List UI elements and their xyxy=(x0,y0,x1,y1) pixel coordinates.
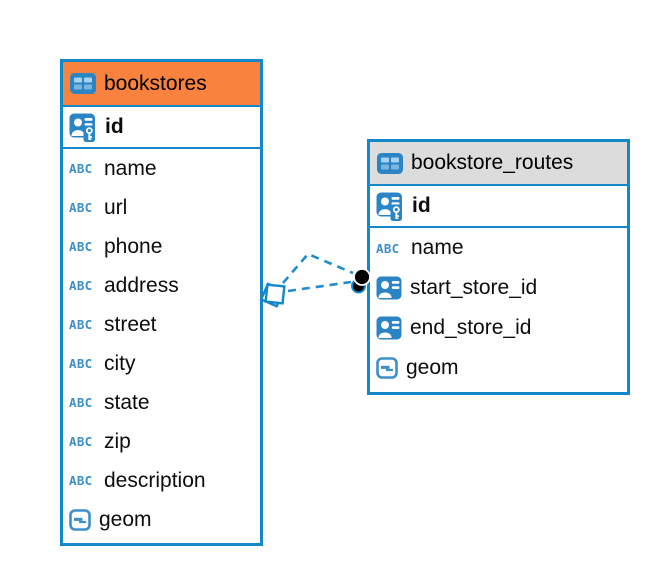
table-icon xyxy=(377,152,403,174)
column-row-city[interactable]: ABC city xyxy=(63,344,260,383)
column-label: phone xyxy=(104,234,163,258)
text-icon: ABC xyxy=(69,278,93,293)
column-row-description[interactable]: ABC description xyxy=(63,461,260,500)
relationship-line-2[interactable] xyxy=(287,280,352,293)
text-icon: ABC xyxy=(376,240,400,256)
column-row-id[interactable]: id xyxy=(63,107,260,149)
column-label: start_store_id xyxy=(410,276,538,299)
text-icon: ABC xyxy=(69,239,93,254)
table-bookstores[interactable]: bookstores id ABC xyxy=(60,59,263,546)
column-label: geom xyxy=(406,356,459,379)
reference-icon xyxy=(376,276,402,300)
column-row-url[interactable]: ABC url xyxy=(63,188,260,227)
column-row-name[interactable]: ABC name xyxy=(63,149,260,188)
reference-icon xyxy=(376,316,402,340)
column-label: id xyxy=(105,115,124,138)
column-label: url xyxy=(104,195,128,219)
column-label: address xyxy=(104,273,179,297)
column-label: street xyxy=(104,312,157,336)
primary-key-icon xyxy=(376,192,404,221)
table-title: bookstore_routes xyxy=(411,151,574,174)
column-row-geom[interactable]: geom xyxy=(370,348,627,388)
table-title: bookstores xyxy=(104,71,207,95)
relationship-diamond-marker xyxy=(259,282,286,308)
column-row-street[interactable]: ABC street xyxy=(63,305,260,344)
text-icon: ABC xyxy=(69,161,93,176)
column-label: city xyxy=(104,351,136,375)
column-row-end-store-id[interactable]: end_store_id xyxy=(370,308,627,348)
column-row-phone[interactable]: ABC phone xyxy=(63,227,260,266)
text-icon: ABC xyxy=(69,200,93,215)
column-label: end_store_id xyxy=(410,316,532,339)
column-row-id[interactable]: id xyxy=(370,186,627,228)
object-icon xyxy=(376,357,398,379)
table-bookstore-routes[interactable]: bookstore_routes id ABC xyxy=(367,139,630,395)
column-row-name[interactable]: ABC name xyxy=(370,228,627,268)
text-icon: ABC xyxy=(69,317,93,332)
column-label: id xyxy=(412,194,431,217)
column-label: name xyxy=(104,156,157,180)
column-row-zip[interactable]: ABC zip xyxy=(63,422,260,461)
column-label: description xyxy=(104,468,206,492)
column-row-address[interactable]: ABC address xyxy=(63,266,260,305)
text-icon: ABC xyxy=(69,395,93,410)
table-header-bookstore-routes[interactable]: bookstore_routes xyxy=(370,142,627,186)
column-label: geom xyxy=(99,507,152,531)
column-row-state[interactable]: ABC state xyxy=(63,383,260,422)
column-row-start-store-id[interactable]: start_store_id xyxy=(370,268,627,308)
column-label: state xyxy=(104,390,150,414)
column-row-geom[interactable]: geom xyxy=(63,500,260,539)
relationship-line-1[interactable] xyxy=(282,252,354,284)
table-header-bookstores[interactable]: bookstores xyxy=(63,62,260,107)
text-icon: ABC xyxy=(69,356,93,371)
object-icon xyxy=(69,508,91,531)
column-label: zip xyxy=(104,429,131,453)
text-icon: ABC xyxy=(69,434,93,449)
column-label: name xyxy=(411,236,464,259)
primary-key-icon xyxy=(69,113,97,142)
table-icon xyxy=(70,73,96,94)
text-icon: ABC xyxy=(69,473,93,488)
